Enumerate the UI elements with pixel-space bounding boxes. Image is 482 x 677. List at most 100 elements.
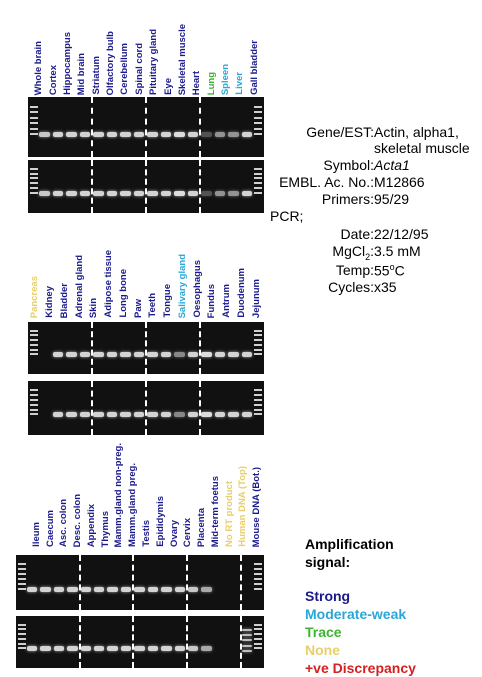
gel-band [106,190,117,196]
ladder-band [18,588,26,590]
ladder-band [30,334,38,337]
lane-separator [132,616,135,668]
gene-label: Gene/EST: [306,124,374,140]
gel-band [187,190,198,196]
gene-value-line2: skeletal muscle [374,140,470,156]
ladder-band [254,133,262,135]
gel-band [187,352,198,358]
ladder-band [254,583,262,586]
lane-label: Cerebellum [119,43,131,95]
ladder-band [30,353,38,356]
gel-band [241,644,252,647]
ladder-band [18,568,26,571]
gel-band [187,412,198,418]
lane-label: Mid brain [76,52,88,95]
lane-separator [145,160,147,213]
gel-band [79,352,90,358]
gel-band [120,190,131,196]
ladder-band [18,583,26,586]
gel-band [174,412,185,418]
lane-label: Salivary gland [176,253,188,318]
gel-band [66,131,77,137]
ladder-band [254,578,262,581]
lane-label: Tongue [162,284,174,318]
symbol-label: Symbol: [323,157,374,173]
lane-label: Long bone [117,269,129,318]
ladder-band [30,106,38,108]
gel-band [241,190,252,196]
ladder-band [30,339,38,342]
lane-label: Thymus [99,510,111,547]
gel-band [120,586,132,592]
legend-strong: Strong [305,588,351,604]
pcr-info: Gene/EST: Actin, alpha1, skeletal muscle… [270,124,482,264]
gel-band [174,586,185,592]
gel-band [53,586,65,592]
gel-band [120,131,131,137]
temp-unit: C [394,262,405,279]
gel-panel-2-bottom [28,381,264,435]
lane-separator [145,322,147,374]
lane-separator [239,555,242,610]
lane-separator [91,97,93,157]
temp-label: Temp: [335,262,374,278]
ladder-band [254,633,262,636]
gel-band [228,412,239,418]
legend-moderate-weak: Moderate-weak [305,606,407,622]
gel-band [93,352,104,358]
gel-band [187,131,198,137]
ladder-band [18,628,26,631]
lane-label: Teeth [147,293,159,318]
lane-separator [199,97,201,157]
lane-label: Lung [205,71,217,95]
ladder-band [254,628,262,631]
ladder-band [254,353,262,356]
mgcl-label-text: MgCl [332,243,366,259]
lane-label: Cortex [47,64,59,95]
ladder-band [18,642,26,645]
gel-band [39,190,50,196]
mgcl-colon: : [370,243,374,259]
lane-label: Epididymis [154,496,166,547]
ladder-band [254,637,262,640]
gel-band [214,352,225,358]
gel-band [27,586,38,592]
lane-label: Appendix [85,503,97,547]
gel-band [40,586,51,592]
lane-label: Pituitary gland [148,29,160,95]
ladder-band [30,343,38,346]
ladder-band [30,393,38,396]
gel-panel-2-top [28,322,264,374]
ladder-band [18,578,26,581]
pcr-info-2: Temp: 55oC Cycles: x35 [270,262,482,302]
gel-band [241,131,252,137]
gel-band [93,131,104,137]
degree-superscript: o [389,262,395,272]
lane-label: Bladder [58,282,70,318]
lane-separator [91,160,93,213]
gel-band [147,352,158,358]
ladder-band [254,172,262,175]
gel-band [106,352,117,358]
gel-band [214,131,225,137]
gel-band [147,190,158,196]
gel-band [241,352,252,358]
gel-band [241,649,252,652]
ladder-band [254,116,262,119]
ladder-band [254,348,262,351]
lane-label: Spleen [220,63,232,95]
gel-band [161,586,172,592]
temp-number: 55 [374,262,390,279]
lane-label: No RT product [223,481,235,547]
lane-label: Skeletal muscle [176,23,188,95]
gel-band [134,586,145,592]
primers-label: Primers: [321,191,374,207]
gel-panel-1-bottom [28,160,264,213]
gel-band [147,646,159,652]
lane-separator [145,97,147,157]
lane-label: Ileum [30,522,42,547]
gel-panel-3-bottom [16,616,264,668]
gel-band [52,352,63,358]
